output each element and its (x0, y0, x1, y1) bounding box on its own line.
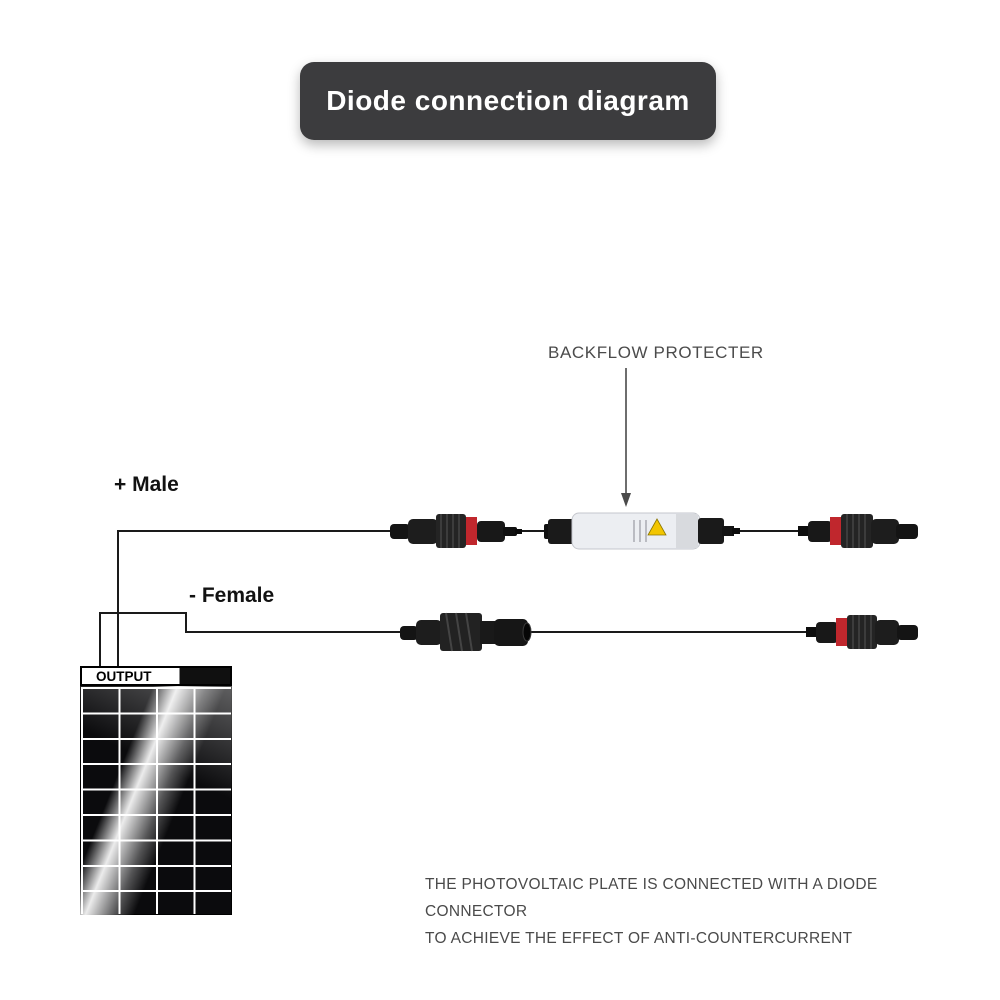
panel-output-label: OUTPUT (96, 668, 152, 684)
caption-line-2: TO ACHIEVE THE EFFECT OF ANTI-COUNTERCUR… (425, 930, 853, 947)
panel-cell-grid (80, 686, 232, 915)
caption: THE PHOTOVOLTAIC PLATE IS CONNECTED WITH… (425, 871, 945, 952)
female-mc4-connector (400, 612, 532, 652)
page-title: Diode connection diagram (326, 85, 690, 116)
backflow-protecter-label: BACKFLOW PROTECTER (548, 343, 764, 362)
male-wire (117, 530, 396, 670)
panel-header: OUTPUT (80, 666, 232, 686)
bottom-right-connector (806, 615, 918, 649)
male-mc4-connector (390, 514, 522, 548)
warning-triangle-icon (647, 518, 667, 536)
top-right-connector (798, 514, 918, 548)
backflow-protector-diode (544, 512, 740, 550)
male-label: + Male (114, 473, 179, 496)
caption-line-1: THE PHOTOVOLTAIC PLATE IS CONNECTED WITH… (425, 876, 878, 920)
solar-panel: OUTPUT (80, 666, 232, 915)
pointer-arrow (621, 368, 631, 507)
female-label: - Female (189, 584, 275, 607)
title-banner: Diode connection diagram (300, 62, 716, 140)
female-wire (99, 612, 406, 670)
